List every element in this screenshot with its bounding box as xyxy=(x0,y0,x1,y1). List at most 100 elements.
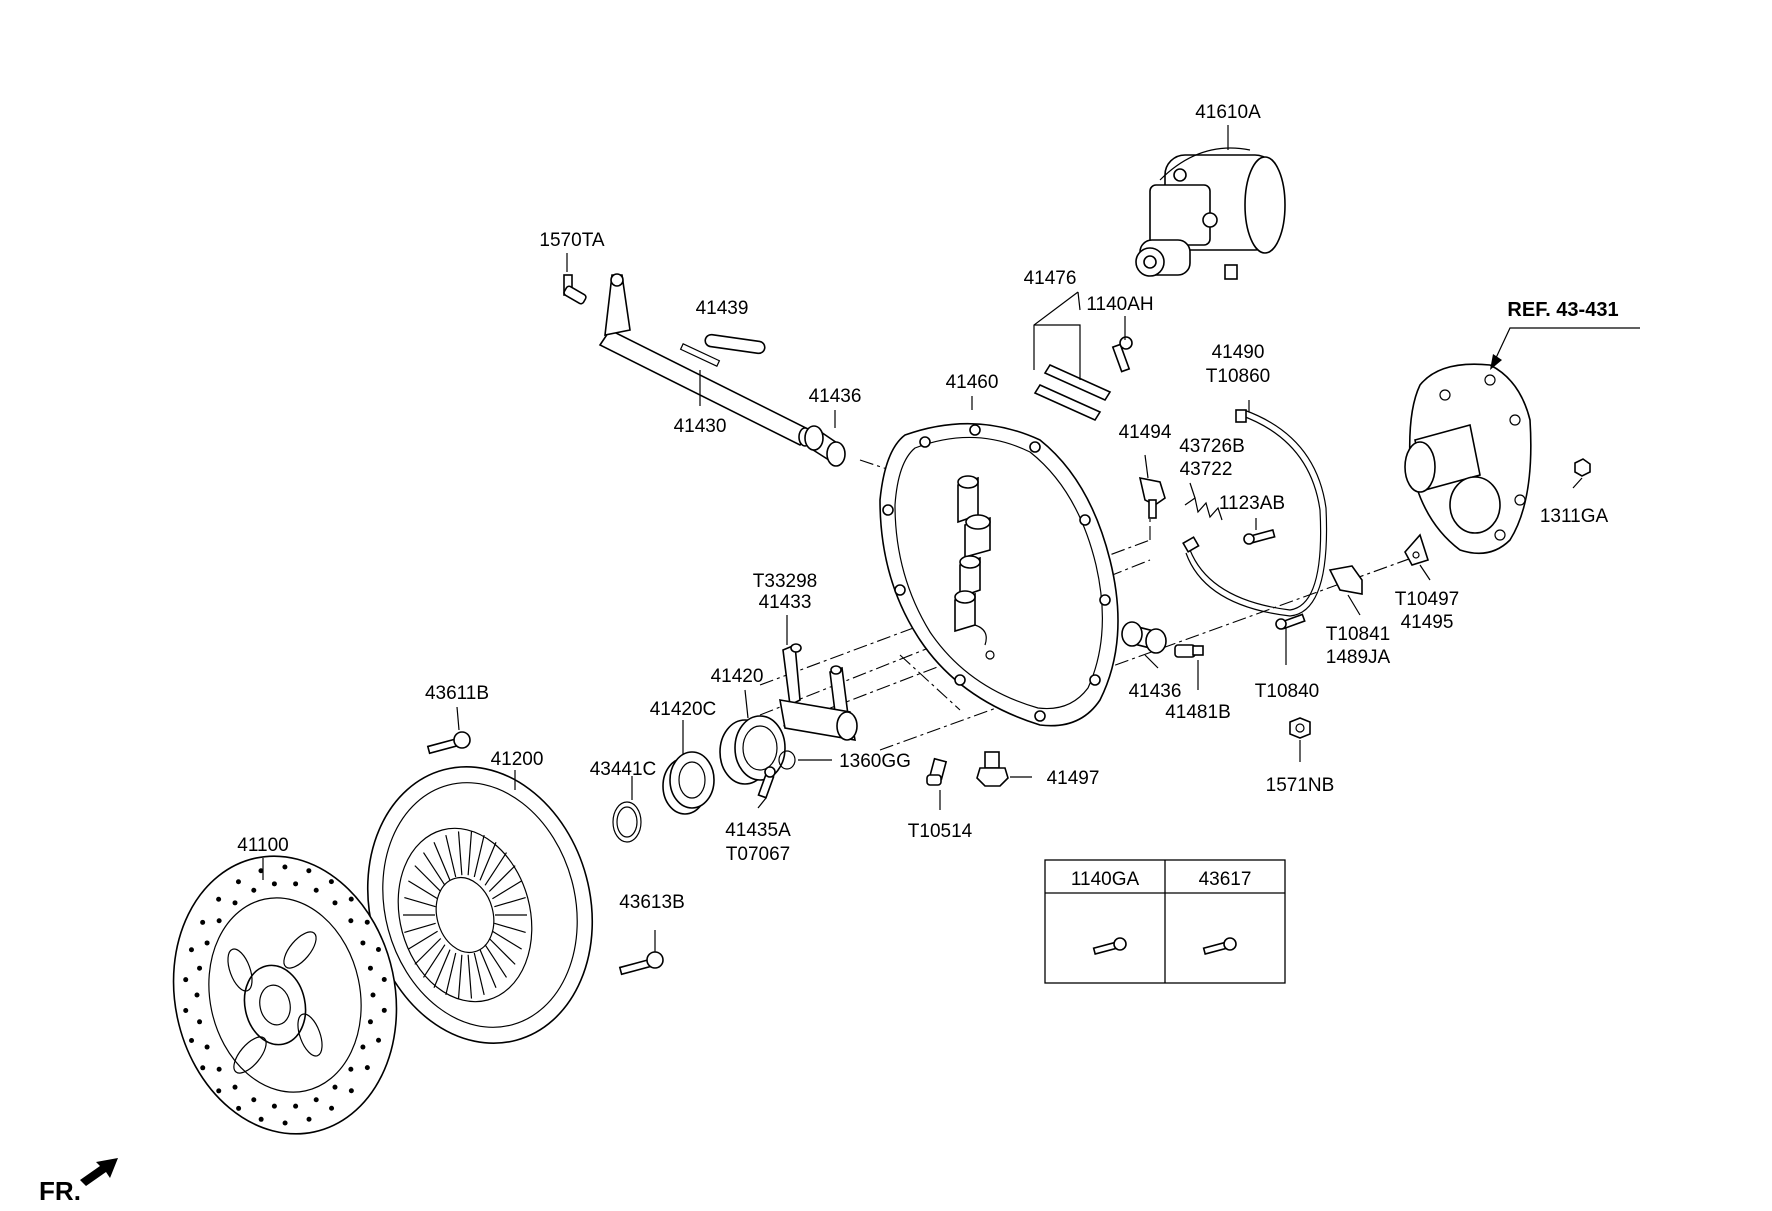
diaphragm-finger xyxy=(473,952,485,996)
clutch-actuator-41610A xyxy=(1135,147,1286,280)
friction-hole xyxy=(200,1065,206,1071)
friction-hole xyxy=(381,1007,387,1013)
label-41420: 41420 xyxy=(711,666,764,687)
diaphragm-finger xyxy=(445,834,457,878)
diaphragm-finger xyxy=(423,852,446,886)
label-T10514: T10514 xyxy=(908,821,973,842)
diaphragm-finger xyxy=(484,944,507,978)
label-T33298: T33298 xyxy=(753,571,817,592)
friction-hole xyxy=(375,947,381,953)
friction-hole xyxy=(313,887,319,893)
diaphragm-finger xyxy=(433,842,451,881)
label-41497: 41497 xyxy=(1047,768,1100,789)
friction-hole xyxy=(235,879,241,885)
label-41490: 41490 xyxy=(1212,342,1265,363)
label-41200: 41200 xyxy=(491,749,544,770)
friction-hole xyxy=(232,1084,238,1090)
pressure-plate-41200 xyxy=(366,766,594,1044)
clutch-housing-41460 xyxy=(879,422,1119,727)
friction-hole xyxy=(258,868,264,874)
fastener-table: 1140GA 43617 xyxy=(1044,859,1286,984)
diaphragm-finger xyxy=(404,922,436,934)
label-43726B: 43726B xyxy=(1179,436,1245,457)
diaphragm-finger xyxy=(467,831,473,876)
diaphragm-finger xyxy=(404,896,436,908)
diaphragm-finger xyxy=(492,880,522,900)
label-43613B: 43613B xyxy=(619,892,685,913)
pipe-41490 xyxy=(1182,409,1328,617)
friction-hole xyxy=(183,977,189,983)
friction-hole xyxy=(216,896,222,902)
bracket-41494 xyxy=(1138,476,1166,519)
diaphragm-finger xyxy=(414,938,442,965)
bracket-41495 xyxy=(1404,533,1430,566)
label-41436-upper: 41436 xyxy=(809,386,862,407)
front-arrow-icon xyxy=(80,1158,118,1186)
bushing-41436-upper xyxy=(804,425,846,467)
friction-hole xyxy=(197,1019,203,1025)
table-header-1140GA: 1140GA xyxy=(1071,869,1140,890)
label-41100: 41100 xyxy=(237,835,288,856)
friction-hole xyxy=(306,1116,312,1122)
friction-hole xyxy=(329,1105,335,1111)
friction-hole xyxy=(364,919,370,925)
friction-hole xyxy=(332,1084,338,1090)
label-41430: 41430 xyxy=(674,416,727,437)
release-bearing-41420 xyxy=(719,715,786,785)
friction-hole xyxy=(328,879,334,885)
part-labels: 41610A 1570TA 41439 41476 1140AH REF. 43… xyxy=(39,102,1619,1206)
label-1570TA: 1570TA xyxy=(539,230,604,251)
nut-1571NB xyxy=(1289,717,1311,739)
diaphragm-finger xyxy=(457,954,463,999)
leader-lines xyxy=(262,125,1583,952)
label-43611B: 43611B xyxy=(425,683,489,704)
label-T10497: T10497 xyxy=(1395,589,1459,610)
friction-hole xyxy=(189,1037,195,1043)
bolt-1140AH xyxy=(1111,336,1133,373)
ref-leader xyxy=(1490,327,1640,370)
friction-hole xyxy=(367,965,373,971)
diaphragm-finger xyxy=(494,922,526,934)
transmission-housing-ref xyxy=(1404,363,1532,555)
plug-41497 xyxy=(976,751,1009,787)
friction-hole xyxy=(258,1116,264,1122)
label-T07067: T07067 xyxy=(726,844,790,865)
boot-41476 xyxy=(1033,363,1112,422)
friction-hole xyxy=(200,919,206,925)
diaphragm-finger xyxy=(445,952,457,996)
label-41436-lower: 41436 xyxy=(1129,681,1182,702)
friction-hole xyxy=(306,868,312,874)
label-1311GA: 1311GA xyxy=(1540,506,1609,527)
friction-hole xyxy=(364,1065,370,1071)
clutch-disc-41100 xyxy=(172,855,398,1135)
friction-hole xyxy=(197,965,203,971)
label-43722: 43722 xyxy=(1180,459,1233,480)
friction-hole xyxy=(293,1103,299,1109)
diaphragm-finger xyxy=(494,896,526,908)
label-1360GG: 1360GG xyxy=(839,751,911,772)
label-41420C: 41420C xyxy=(650,699,717,720)
label-ref-43-431: REF. 43-431 xyxy=(1507,299,1618,321)
bushing-41436-lower xyxy=(1121,621,1167,654)
friction-hole xyxy=(271,881,277,887)
friction-hole xyxy=(194,992,200,998)
snap-ring-43441C xyxy=(612,801,642,843)
diaphragm-finger xyxy=(488,865,516,892)
bolt-T10840 xyxy=(1275,613,1306,630)
diaphragm-finger xyxy=(492,930,522,950)
table-header-43617: 43617 xyxy=(1199,869,1252,890)
label-41481B: 41481B xyxy=(1165,702,1231,723)
friction-hole xyxy=(360,1044,366,1050)
label-41494: 41494 xyxy=(1119,422,1172,443)
friction-hole xyxy=(348,896,354,902)
label-41439: 41439 xyxy=(696,298,749,319)
diaphragm-finger xyxy=(457,831,463,876)
friction-hole xyxy=(204,940,210,946)
friction-hole xyxy=(236,1105,242,1111)
friction-hole xyxy=(293,881,299,887)
bolt-43617-icon xyxy=(1202,937,1237,955)
friction-hole xyxy=(216,1088,222,1094)
diaphragm-finger xyxy=(484,852,507,886)
bolt-1140GA-icon xyxy=(1092,937,1127,955)
